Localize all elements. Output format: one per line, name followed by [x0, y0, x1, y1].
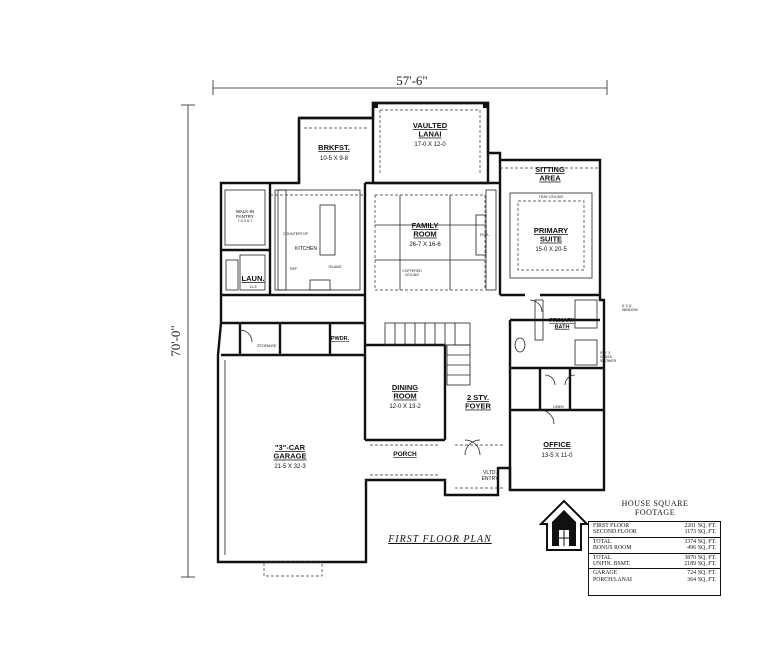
width-dimension-label: 57'-6"	[396, 73, 427, 88]
house-logo-icon	[539, 499, 589, 551]
primary-suite-tray-ceiling	[500, 167, 600, 279]
island-note: ISLAND	[329, 265, 342, 269]
depth-dimension-label: 70'-0"	[168, 325, 183, 356]
porch-details	[370, 444, 505, 489]
legend-label: TOTAL	[593, 554, 612, 561]
legend-value: 2189	[684, 561, 696, 568]
legend-label: TOTAL	[593, 538, 612, 545]
legend-unit: SQ. FT.	[697, 538, 716, 545]
legend-label: PORCH/LANAI	[593, 576, 632, 583]
width-dimension-line: 57'-6"	[212, 73, 608, 95]
legend-value: 724	[687, 570, 696, 577]
door-swings	[239, 299, 576, 456]
legend-value: 3374	[684, 538, 696, 545]
frpl-note: FRPL.	[480, 233, 490, 237]
legend-label: UNFIN. BSMT.	[593, 561, 631, 568]
kitchen-name: KITCHEN	[295, 246, 317, 252]
legend-label: BONUS ROOM	[593, 545, 632, 552]
legend-label: GARAGE	[593, 570, 618, 577]
brkfst-name: BRKFST.	[318, 143, 350, 152]
legend-title: HOUSE SQUARE FOOTAGE	[595, 499, 715, 517]
legend-value: 364	[687, 576, 696, 583]
stair	[384, 322, 471, 386]
pwdr-name: PWDR.	[331, 336, 350, 342]
primary-size: 15-0 X 20-5	[535, 247, 567, 253]
primary-bath-fixtures	[514, 299, 598, 366]
family-room-ceiling-grid	[374, 189, 497, 291]
legend-unit: SQ. FT.	[697, 570, 716, 577]
laun-name: LAUN.	[242, 274, 265, 283]
family-size: 26-7 X 16-6	[409, 242, 441, 248]
foyer-name: 2 STY.FOYER	[465, 393, 491, 411]
entry-name: VLTD.ENTRY	[482, 470, 500, 482]
tray-ceiling-note: TRAY CEILING	[539, 195, 564, 199]
pantry-size: 7-0 X 6-7	[238, 219, 253, 223]
lanai-size: 17-0 X 12-0	[414, 142, 446, 148]
legend-title-text: HOUSE SQUARE FOOTAGE	[621, 499, 689, 517]
storage-name: STORAGE	[257, 343, 277, 348]
lanai-details	[373, 103, 488, 175]
laun-size: 11-5	[250, 285, 257, 289]
legend-unit: SQ. FT.	[697, 561, 716, 568]
legend-unit: SQ. FT.	[697, 545, 716, 552]
porch-name: PORCH	[393, 451, 417, 458]
office-name: OFFICE	[543, 440, 571, 449]
plan-title: FIRST FLOOR PLAN	[387, 534, 492, 545]
laundry-fixtures	[225, 254, 266, 291]
depth-dimension-line: 70'-0"	[168, 104, 195, 578]
legend-unit: SQ. FT.	[697, 554, 716, 561]
kitchen-fixtures	[270, 189, 365, 291]
legend-unit: SQ. FT.	[697, 523, 716, 529]
linen-note: LINEN	[553, 405, 564, 409]
legend-label: FIRST FLOOR	[593, 523, 630, 529]
legend-unit: SQ. FT.	[697, 529, 716, 536]
garage-size: 21-5 X 32-3	[274, 464, 306, 470]
ref-note: REF.	[290, 267, 298, 271]
legend-value: 1173	[684, 529, 696, 536]
interior-walls	[221, 160, 604, 490]
legend-value: 2201	[684, 523, 696, 529]
window-note: 6' X 6'WINDOW	[622, 304, 638, 312]
brkfst-size: 10-5 X 9-8	[320, 156, 349, 162]
legend-value: 496	[687, 545, 696, 552]
countertop-note: COUNTERTOP	[283, 232, 309, 236]
legend-unit: SQ. FT.	[697, 576, 716, 583]
legend-value: 3870	[684, 554, 696, 561]
garage-details	[224, 360, 323, 577]
dining-size: 12-0 X 13-2	[389, 404, 421, 410]
office-size: 13-5 X 11-0	[542, 453, 574, 459]
legend-label: SECOND FLOOR	[593, 529, 637, 536]
